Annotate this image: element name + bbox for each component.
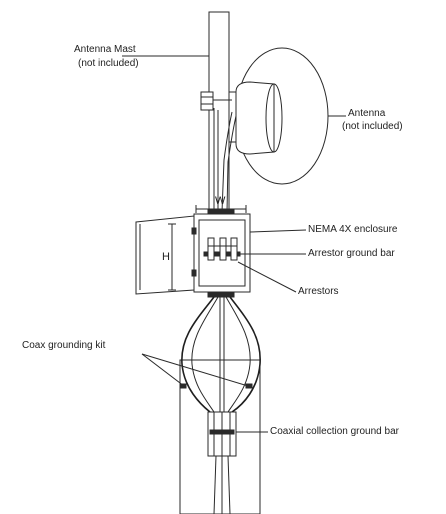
width-dimension xyxy=(195,205,247,213)
arrestors-label: Arrestors xyxy=(298,286,339,297)
antenna-label: Antenna xyxy=(348,108,386,119)
upper-cables xyxy=(213,108,237,213)
antenna-mast-sublabel: (not included) xyxy=(78,58,139,69)
leader-lines xyxy=(122,55,346,433)
mast-clamp xyxy=(200,91,232,111)
height-dimension-label: H xyxy=(162,251,170,263)
height-dimension xyxy=(168,223,176,291)
enclosure-label: NEMA 4X enclosure xyxy=(308,224,398,235)
antenna-mast-label: Antenna Mast xyxy=(74,44,136,55)
coax-grounding-clamps xyxy=(179,383,253,389)
coax-grounding-kit-label: Coax grounding kit xyxy=(22,340,106,351)
antenna-sublabel: (not included) xyxy=(342,121,403,132)
coaxial-collection-ground-bar-label: Coaxial collection ground bar xyxy=(270,426,399,437)
coax-cable-bundle xyxy=(181,296,261,413)
nema-enclosure xyxy=(135,209,251,298)
antenna-mast xyxy=(208,11,230,219)
arrestor-ground-bar-label: Arrestor ground bar xyxy=(308,248,395,259)
antenna-dish xyxy=(229,47,329,185)
width-dimension-label: W xyxy=(215,195,226,207)
coaxial-ground-bar xyxy=(207,411,237,514)
